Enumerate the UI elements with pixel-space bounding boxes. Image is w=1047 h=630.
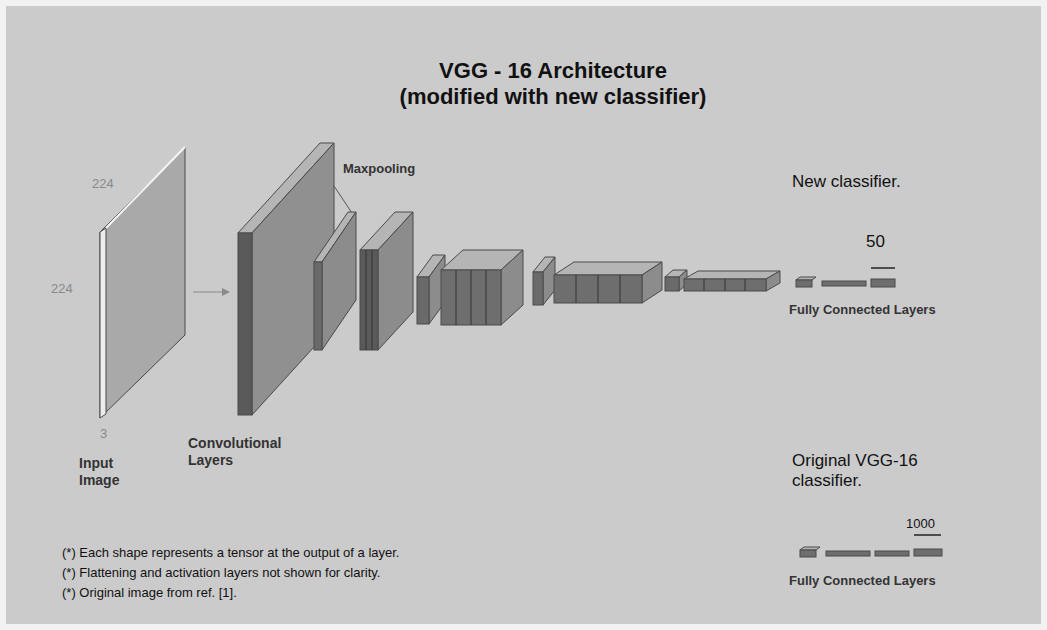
footnote: (*) Original image from ref. [1]. [62, 585, 237, 601]
dimension-label: 3 [100, 426, 107, 442]
output-size: 50 [866, 232, 885, 252]
part-label: Input Image [79, 455, 141, 489]
section-label: New classifier. [792, 172, 901, 192]
footnote: (*) Flattening and activation layers not… [62, 565, 380, 581]
part-label: Maxpooling [343, 161, 415, 177]
background-panel: VGG - 16 Architecture (modified with new… [6, 6, 1041, 624]
diagram-title: VGG - 16 Architecture (modified with new… [388, 58, 718, 111]
dimension-label: 224 [51, 281, 73, 297]
part-label: Convolutional Layers [188, 435, 306, 469]
footnote: (*) Each shape represents a tensor at th… [62, 545, 399, 561]
part-label: Fully Connected Layers [789, 573, 936, 589]
dimension-label: 224 [92, 176, 114, 192]
part-label: Fully Connected Layers [789, 302, 936, 318]
section-label: Original VGG-16 classifier. [792, 451, 972, 492]
output-size: 1000 [906, 516, 935, 532]
